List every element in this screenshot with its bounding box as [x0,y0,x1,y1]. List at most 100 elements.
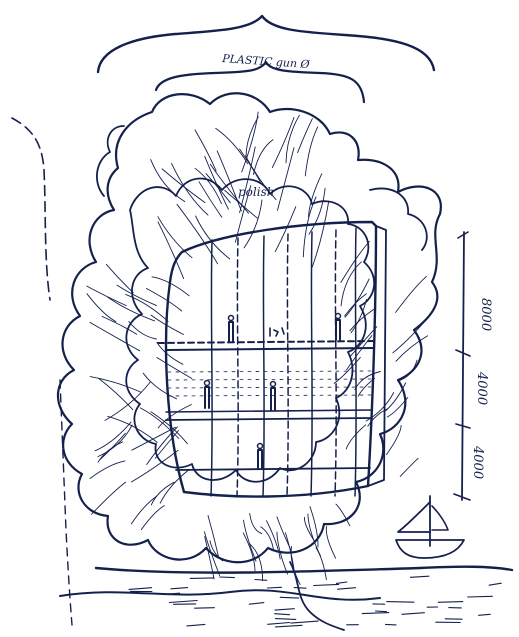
left-dashed-edge [12,118,72,625]
inner-brace [156,62,364,102]
ground-hatch [294,588,306,589]
grid-mullion [335,230,336,496]
glass-hatch [168,387,372,388]
grid-mullion [287,234,288,496]
hatch-stroke [160,470,188,503]
ground-hatch [187,624,205,626]
hatch-stroke [243,533,255,571]
grid-mullion [211,240,212,496]
ground-hatch [479,614,491,615]
ground-and-water [60,562,512,630]
hatch-stroke [90,322,140,350]
hatch-stroke [309,188,325,234]
ground-hatch [255,580,267,581]
hatch-stroke [400,458,418,476]
hatch-stroke [254,140,274,175]
dimension-line [454,232,470,500]
hatch-stroke [286,115,299,163]
hatch-stroke [158,217,192,258]
hatch-stroke [240,149,261,182]
title-label: PLASTIC gun Ø [221,52,311,71]
ground-hatch [275,609,294,610]
hatch-stroke [98,425,132,457]
hatch-stroke [277,517,291,551]
hatch-stroke [396,336,428,362]
ground-hatch [190,578,214,579]
hatch-stroke [316,548,326,580]
human-figure-icon [205,314,341,469]
hatch-stroke [305,127,317,176]
hatch-stroke [141,506,164,530]
hatch-stroke [87,294,116,322]
hatch-stroke [98,442,123,463]
ground-hatch [249,603,263,605]
hatch-stroke [278,148,295,211]
hatch-stroke [261,527,274,549]
ground-hatch [268,623,290,625]
hatch-stroke [250,514,262,534]
ground-hatch [276,625,303,627]
ground-hatch [280,597,299,598]
ground-hatch [338,588,356,590]
ground-hatch [336,582,347,583]
hatch-stroke [131,496,156,524]
grid-mullion [263,236,264,496]
hatch-stroke [151,160,185,202]
ground-hatch [195,608,215,609]
ground-hatch [171,588,188,589]
hatch-stroke [244,200,262,248]
hatch-stroke [129,322,157,340]
grid-mullion [355,228,356,496]
hatch-stroke [172,163,209,215]
hatch-stroke [151,482,174,505]
dimension-label-middle: 4000 [474,371,489,405]
hatch-stroke [205,156,229,209]
ground-hatch [438,602,462,603]
ground-hatch [276,619,296,620]
hatch-stroke [158,222,184,279]
layer-label: polish [238,185,274,199]
hatch-stroke [143,373,176,399]
hatch-stroke [195,130,216,171]
glass-hatch [168,371,372,372]
hatch-stroke [345,279,369,317]
ground-hatch [362,613,389,614]
ground-hatch [275,614,290,615]
hatch-stroke [158,405,191,429]
dimension-label-bottom: 4000 [470,445,485,479]
hatch-stroke [87,286,127,306]
ground-hatch [402,613,424,615]
hatch-stroke [326,527,335,559]
dimension-label-top: 8000 [478,298,493,331]
ground-hatch [291,621,318,623]
hatch-stroke [117,285,157,306]
ground-hatch [267,587,281,588]
ground-hatch [468,596,493,597]
grid-mullion [237,238,238,496]
hatch-stroke [267,521,281,559]
building-grid-lines [168,228,372,496]
ground-hatch [387,602,414,603]
hatch-stroke [157,342,183,364]
ground-hatch [376,611,387,612]
hatch-stroke [157,358,192,379]
grid-mullion [311,232,312,496]
ground-hatch [410,576,429,577]
hatch-stroke [396,276,427,312]
sailboat-icon [396,496,464,558]
ground-hatch [386,624,397,625]
ground-hatch [220,577,235,578]
hatch-stroke [92,482,126,514]
hatch-stroke [90,461,125,479]
floor-slabs [158,341,376,470]
ground-hatch [169,601,197,603]
glass-hatch [168,379,372,380]
ground-hatch [489,583,501,585]
ground-hatch [129,588,151,590]
ground-hatch [314,584,339,585]
hatch-stroke [102,316,137,334]
hatch-stroke [90,377,141,393]
hatch-stroke [146,289,181,312]
hatch-stroke [106,264,133,292]
